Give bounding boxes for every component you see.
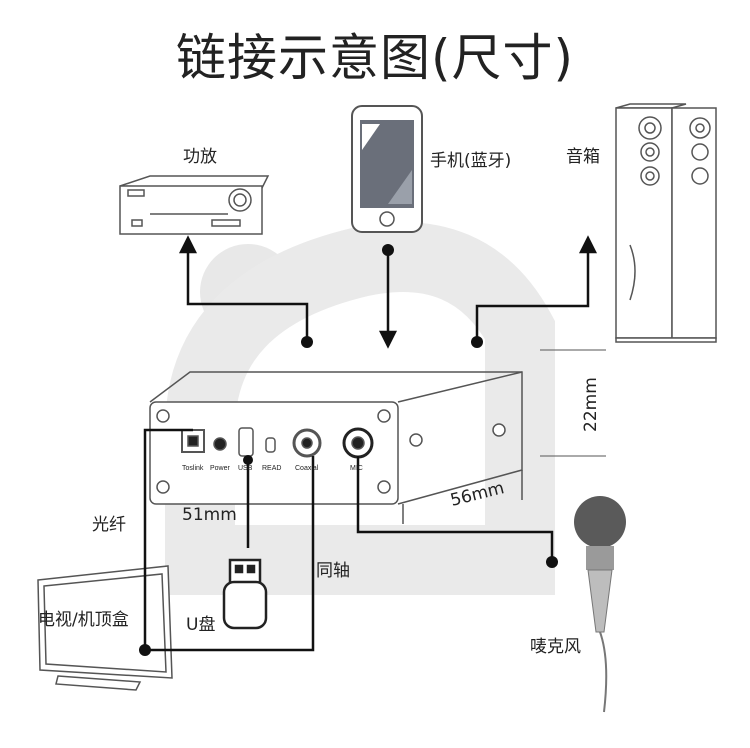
label-phone: 手机(蓝牙)	[430, 151, 512, 171]
port-label-power: Power	[210, 465, 231, 472]
dimension-width: 51mm	[182, 505, 237, 525]
port-label-coaxial: Coaxial	[295, 465, 319, 472]
converter-box	[149, 371, 523, 524]
dimension-height: 22mm	[581, 377, 601, 432]
label-tv: 电视/机顶盒	[38, 610, 129, 630]
port-label-mic: MIC	[350, 465, 363, 472]
tv-device	[37, 565, 173, 691]
phone-device	[351, 105, 423, 233]
label-optical: 光纤	[92, 515, 126, 535]
port-label-read: READ	[262, 465, 281, 472]
port-label-usb: USB	[238, 465, 253, 472]
label-microphone: 唛克风	[530, 637, 581, 657]
watermark-logo	[165, 222, 555, 595]
label-usb: U盘	[186, 615, 216, 635]
label-coaxial: 同轴	[316, 561, 350, 581]
label-speakers: 音箱	[566, 147, 600, 167]
speakers-device	[615, 103, 717, 343]
amplifier-device	[119, 175, 270, 235]
usb-stick	[222, 558, 268, 630]
page-title: 链接示意图(尺寸)	[175, 29, 574, 87]
connection-lines	[143, 235, 606, 652]
microphone-device	[574, 496, 626, 713]
port-label-toslink: Toslink	[182, 465, 204, 472]
connection-dots	[139, 244, 558, 656]
label-amplifier: 功放	[183, 147, 217, 167]
